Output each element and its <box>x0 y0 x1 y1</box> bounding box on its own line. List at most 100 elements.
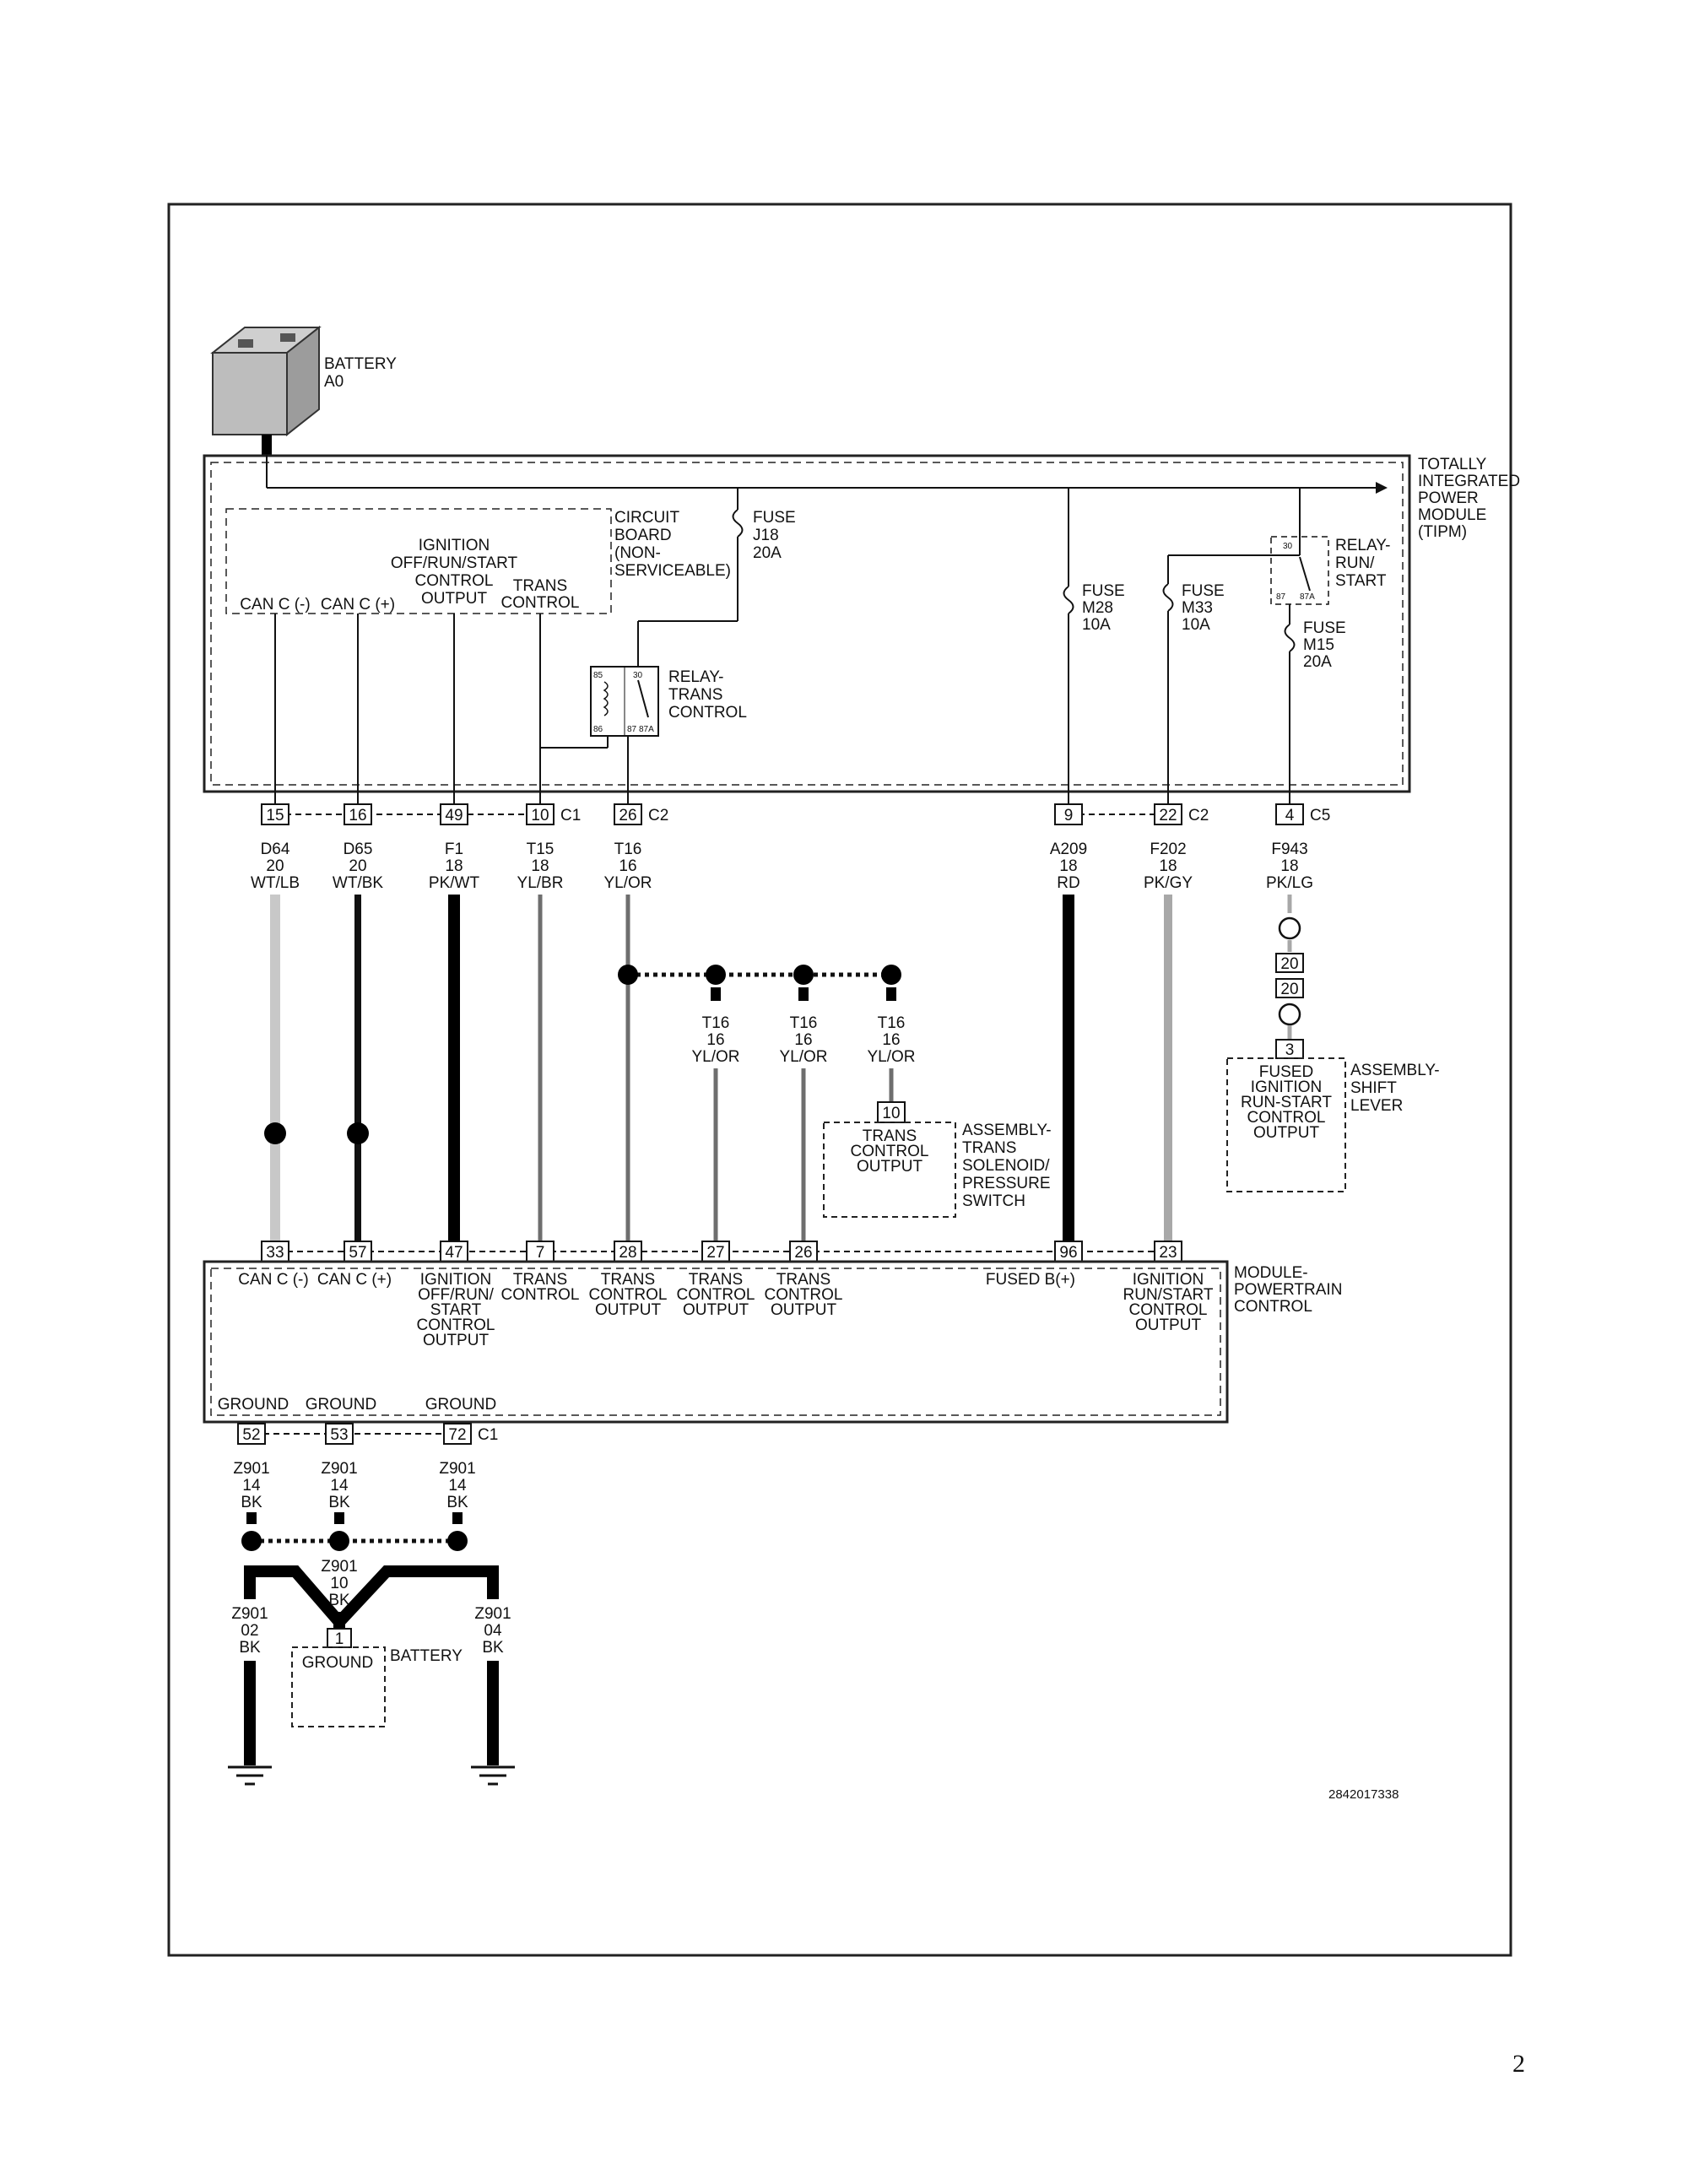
tipm-pin-10: 10 <box>531 807 549 824</box>
tipm-pin-box <box>344 803 372 825</box>
ground-wire-label-52: Z901 14 BK <box>233 1460 269 1511</box>
tipm-connector-c1: C1 <box>560 807 581 824</box>
pcm-ign-output-1: IGNITION <box>420 1271 491 1289</box>
ground-stub <box>246 1512 257 1524</box>
pcm-title-2: POWERTRAIN <box>1234 1281 1342 1299</box>
trans-solenoid-output-2: CONTROL <box>851 1143 929 1160</box>
svg-text:PK/WT: PK/WT <box>429 874 480 892</box>
inline-connector-icon <box>1278 1003 1301 1026</box>
splice-dot <box>881 965 901 985</box>
wire-label-f202: F202 18 PK/GY <box>1144 841 1193 892</box>
twisted-pair-dot <box>347 1122 369 1144</box>
pcm-pin-box <box>614 1241 642 1262</box>
pcm-pin-33: 33 <box>266 1244 284 1262</box>
inline-pin-1: 20 <box>1280 955 1298 973</box>
ground-splice-dot <box>329 1531 349 1551</box>
pcm-pin-26: 26 <box>794 1244 812 1262</box>
tipm-ign-output-2: OFF/RUN/START <box>391 554 518 572</box>
tipm-can-c-pos: CAN C (+) <box>321 596 395 614</box>
pcm-pin-23: 23 <box>1159 1244 1177 1262</box>
svg-text:Z901: Z901 <box>233 1460 269 1478</box>
tipm-pin-box <box>261 803 289 825</box>
relay-rs-pin-87: 87 <box>1276 592 1286 602</box>
svg-text:16: 16 <box>882 1031 900 1049</box>
svg-text:Z901: Z901 <box>321 1460 357 1478</box>
pcm-ign-output-5: OUTPUT <box>423 1332 490 1349</box>
relay-trans-pin-87: 87 <box>627 725 637 734</box>
pcm-ground-1: GROUND <box>218 1396 289 1414</box>
wire-label-t16: T16 16 YL/OR <box>603 841 652 892</box>
fuse-m33-label-2: M33 <box>1182 599 1213 617</box>
splice-dot <box>706 965 726 985</box>
ground-bus <box>244 1565 499 1631</box>
relay-trans-label-1: RELAY- <box>668 668 723 686</box>
svg-text:F202: F202 <box>1150 841 1186 858</box>
pcm-title-3: CONTROL <box>1234 1298 1312 1316</box>
circuit-board-box <box>225 508 612 614</box>
svg-text:04: 04 <box>484 1622 502 1640</box>
ground-stub <box>452 1512 463 1524</box>
svg-text:TRANS: TRANS <box>689 1271 743 1289</box>
svg-text:BK: BK <box>239 1639 261 1657</box>
svg-text:F1: F1 <box>445 841 463 858</box>
pcm-pin-96: 96 <box>1059 1244 1077 1262</box>
circuit-board-label-2: BOARD <box>614 527 672 544</box>
svg-text:OUTPUT: OUTPUT <box>595 1301 662 1319</box>
shift-lever-name-3: LEVER <box>1350 1097 1403 1115</box>
page-number: 2 <box>1512 2050 1525 2078</box>
tipm-title-5: (TIPM) <box>1418 523 1467 541</box>
svg-text:PK/LG: PK/LG <box>1266 874 1313 892</box>
svg-text:BK: BK <box>446 1494 468 1511</box>
relay-rs-pin-30: 30 <box>1283 542 1293 551</box>
svg-text:BK: BK <box>328 1494 350 1511</box>
splice-stub <box>711 987 721 1001</box>
svg-text:Z901: Z901 <box>474 1605 511 1623</box>
svg-text:A209: A209 <box>1050 841 1087 858</box>
tipm-box <box>203 454 1411 793</box>
pcm-pin-box <box>1054 1241 1083 1262</box>
tipm-pin-26: 26 <box>619 807 636 824</box>
circuit-board-label-4: SERVICEABLE) <box>614 562 731 580</box>
svg-text:D65: D65 <box>344 841 373 858</box>
tipm-title-1: TOTALLY <box>1418 456 1487 473</box>
svg-text:02: 02 <box>241 1622 258 1640</box>
pcm-can-c-neg: CAN C (-) <box>238 1271 308 1289</box>
svg-text:T16: T16 <box>614 841 642 858</box>
trans-solenoid-pin-box <box>877 1101 906 1123</box>
tipm-pin-box <box>1054 803 1083 825</box>
battery-ground-pin: 1 <box>335 1630 344 1648</box>
tipm-connector-c2: C2 <box>648 807 668 824</box>
fuse-j18-label-2: J18 <box>753 527 779 544</box>
pcm-ground-2: GROUND <box>306 1396 376 1414</box>
shift-lever-output-4: CONTROL <box>1247 1109 1326 1127</box>
svg-text:OUTPUT: OUTPUT <box>683 1301 749 1319</box>
pcm-pin-7: 7 <box>536 1244 545 1262</box>
figure-id: 2842017338 <box>1328 1787 1399 1802</box>
fuse-j18-icon <box>732 509 744 538</box>
tipm-connector-c2b: C2 <box>1188 807 1209 824</box>
pcm-pin-box <box>344 1241 372 1262</box>
pcm-ground-pin-52: 52 <box>242 1426 260 1444</box>
svg-text:Z901: Z901 <box>439 1460 475 1478</box>
relay-run-start-icon <box>1270 536 1329 605</box>
svg-text:BK: BK <box>328 1592 350 1609</box>
svg-text:PK/GY: PK/GY <box>1144 874 1193 892</box>
battery-icon <box>210 325 322 455</box>
shift-lever-name-2: SHIFT <box>1350 1079 1397 1097</box>
page-frame <box>167 203 1512 1957</box>
fuse-j18-label-3: 20A <box>753 544 782 562</box>
pcm-pin-box <box>1154 1241 1182 1262</box>
relay-trans-label-2: TRANS <box>668 686 722 704</box>
relay-trans-pin-87a: 87A <box>639 725 654 734</box>
twisted-pair-dot <box>264 1122 286 1144</box>
shift-lever-pin: 3 <box>1285 1041 1295 1059</box>
svg-text:OUTPUT: OUTPUT <box>771 1301 837 1319</box>
circuit-board-label-1: CIRCUIT <box>614 509 679 527</box>
svg-text:18: 18 <box>1280 857 1298 875</box>
tipm-title-3: POWER <box>1418 489 1479 507</box>
tipm-ign-output-4: OUTPUT <box>421 590 488 608</box>
pcm-pin-box <box>701 1241 730 1262</box>
trans-solenoid-name-4: PRESSURE <box>962 1175 1051 1192</box>
relay-trans-label-3: CONTROL <box>668 704 747 722</box>
fuse-j18-label-1: FUSE <box>753 509 796 527</box>
